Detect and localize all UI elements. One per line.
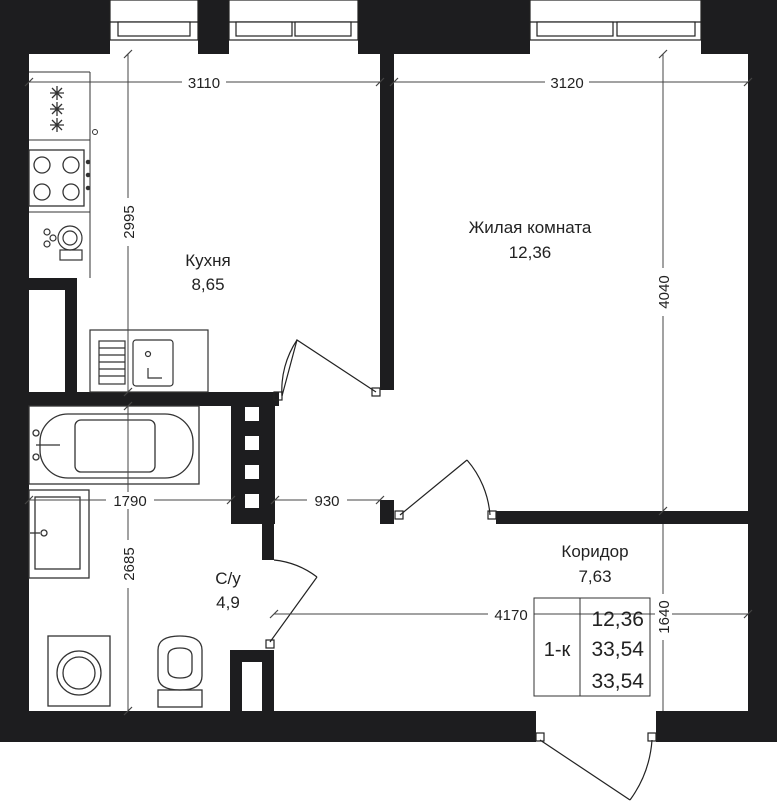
room-living-name: Жилая комната [469, 218, 592, 237]
dim-living-width: 3120 [550, 75, 583, 92]
dim-bath-width: 1790 [113, 493, 146, 510]
window-icon [228, 0, 359, 41]
room-kitchen-area: 8,65 [191, 275, 224, 294]
dimension-ticks [24, 49, 753, 716]
dim-bath-depth: 2685 [121, 547, 138, 580]
door-icon [265, 559, 318, 649]
dishwasher-icon [43, 225, 83, 261]
summary-table [533, 597, 651, 697]
outer-walls [0, 0, 777, 742]
dim-corridor-length: 4170 [494, 607, 527, 624]
summary-area-with-balcony: 33,54 [591, 670, 644, 693]
room-bathroom-area: 4,9 [216, 593, 240, 612]
door-icon [273, 339, 381, 401]
sink-icon [89, 329, 209, 393]
room-corridor-area: 7,63 [578, 567, 611, 586]
stove-icon [28, 149, 91, 207]
window-icon [529, 0, 702, 41]
door-icon [535, 732, 657, 801]
room-corridor-name: Коридор [561, 542, 628, 561]
summary-living-area: 12,36 [591, 608, 644, 631]
dim-living-depth: 4040 [656, 275, 673, 308]
dim-kitchen-depth: 2995 [121, 205, 138, 238]
dim-corridor-depth: 1640 [656, 600, 673, 633]
room-kitchen-name: Кухня [185, 251, 231, 270]
bathtub-icon [28, 405, 200, 485]
dim-kitchen-width: 3110 [188, 75, 220, 92]
washing-machine-icon [47, 635, 111, 707]
summary-total-area: 33,54 [591, 638, 644, 661]
room-living-area: 12,36 [509, 243, 552, 262]
window-icon [109, 0, 199, 41]
toilet-icon [157, 635, 203, 708]
dim-passage-width: 930 [314, 493, 339, 510]
washbasin-icon [28, 489, 90, 579]
interior-walls [29, 54, 748, 711]
apartment-type: 1-к [544, 639, 571, 661]
door-icon [394, 459, 497, 520]
hood-icon [50, 86, 64, 132]
ventilation-shaft-icon [231, 396, 275, 524]
room-bathroom-name: С/у [215, 569, 241, 588]
